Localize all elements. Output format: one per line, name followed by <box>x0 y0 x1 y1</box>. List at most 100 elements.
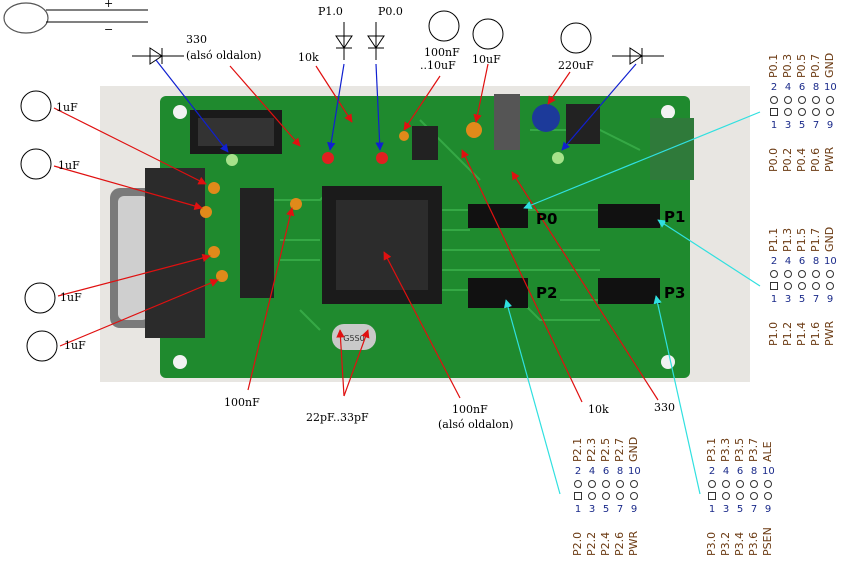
pin-name-bottom: P1.6 <box>809 310 822 346</box>
led-p00 <box>376 152 388 164</box>
pin-number-odd: 5 <box>736 504 744 515</box>
label-r330-bottom: 330 <box>654 401 675 414</box>
tantalum-capacitors <box>200 122 482 282</box>
pin-circle <box>764 480 772 488</box>
pin-name-text: P3.2 <box>719 531 732 556</box>
pin-circle <box>826 108 834 116</box>
pin-number-even: 6 <box>798 82 806 93</box>
pin-circle <box>770 96 778 104</box>
label-c220u: 220uF <box>558 59 594 72</box>
pin-number-even: 2 <box>574 466 582 477</box>
label-c1u-a: 1uF <box>56 101 78 114</box>
pin-circle <box>630 492 638 500</box>
pin-circle <box>826 282 834 290</box>
pin-number-odd: 9 <box>826 120 834 131</box>
pin-name-text: PWR <box>823 320 836 346</box>
pin-name-top: P3.1 <box>705 428 718 462</box>
pin-circle <box>812 270 820 278</box>
pin-name-top: GND <box>627 428 640 462</box>
minus-sign: − <box>104 23 114 36</box>
pin-name-text: GND <box>627 436 640 462</box>
pin-name-text: P0.5 <box>795 53 808 78</box>
reset-button <box>412 126 438 160</box>
pin-number-even: 8 <box>616 466 624 477</box>
label-c22p: 22pF..33pF <box>306 411 369 424</box>
pin-circle <box>784 108 792 116</box>
pin-1-square <box>770 108 778 116</box>
pin-circle <box>630 480 638 488</box>
pin-name-bottom: PWR <box>823 136 836 172</box>
pin-name-text: PWR <box>823 146 836 172</box>
pin-number-odd: 3 <box>722 504 730 515</box>
pin-number-even: 6 <box>798 256 806 267</box>
pin-name-bottom: P2.6 <box>613 520 626 556</box>
bridge-rectifier <box>566 104 600 144</box>
pin-circle <box>708 480 716 488</box>
pin-circle <box>798 282 806 290</box>
pin-name-bottom: PSEN <box>761 520 774 556</box>
pin-name-top: ALE <box>761 428 774 462</box>
pin-name-bottom: P3.0 <box>705 520 718 556</box>
label-r10k-bottom: 10k <box>588 403 609 416</box>
pin-circle <box>750 480 758 488</box>
led-polarity-symbol <box>3 2 148 34</box>
pin-circle <box>784 96 792 104</box>
pin-circle <box>826 96 834 104</box>
pin-circle <box>736 492 744 500</box>
pin-name-bottom: PWR <box>823 310 836 346</box>
pin-name-bottom: P3.4 <box>733 520 746 556</box>
pin-circle <box>588 480 596 488</box>
pin-circle <box>764 492 772 500</box>
label-r330: 330 <box>186 33 207 46</box>
pin-number-even: 10 <box>824 82 837 93</box>
pin-name-text: P0.3 <box>781 53 794 78</box>
pin-name-text: P1.4 <box>795 321 808 346</box>
pin-circle <box>812 282 820 290</box>
pin-circle <box>722 480 730 488</box>
pin-name-text: P1.0 <box>767 321 780 346</box>
pin-number-odd: 9 <box>826 294 834 305</box>
pin-circle <box>574 480 582 488</box>
pin-circle <box>722 492 730 500</box>
label-c1u-d: 1uF <box>64 339 86 352</box>
led-p10 <box>322 152 334 164</box>
pin-name-top: P0.3 <box>781 44 794 78</box>
label-c1u-c: 1uF <box>60 291 82 304</box>
pin-number-odd: 3 <box>784 120 792 131</box>
pin-name-bottom: P3.2 <box>719 520 732 556</box>
mounting-hole <box>173 355 187 369</box>
pin-number-even: 2 <box>770 82 778 93</box>
label-r330-note: (alsó oldalon) <box>186 49 262 62</box>
pin-name-text: P3.7 <box>747 437 760 462</box>
max232-chip <box>240 188 274 298</box>
pin-number-even: 4 <box>588 466 596 477</box>
label-c1u-b: 1uF <box>58 159 80 172</box>
pin-header-p3 <box>598 278 660 304</box>
mounting-hole <box>661 355 675 369</box>
pin-circle <box>602 492 610 500</box>
pin-name-bottom: P1.4 <box>795 310 808 346</box>
pin-name-bottom: P2.0 <box>571 520 584 556</box>
pin-circle <box>616 480 624 488</box>
pin-number-odd: 7 <box>616 504 624 515</box>
pin-name-text: P1.5 <box>795 227 808 252</box>
pin-circle <box>798 270 806 278</box>
pin-number-even: 2 <box>770 256 778 267</box>
pin-number-even: 8 <box>812 256 820 267</box>
pin-name-text: P3.4 <box>733 531 746 556</box>
pin-number-odd: 7 <box>812 294 820 305</box>
pin-name-top: P1.5 <box>795 218 808 252</box>
pin-name-text: P2.6 <box>613 531 626 556</box>
pin-name-text: P0.4 <box>795 147 808 172</box>
pin-number-odd: 5 <box>798 120 806 131</box>
pin-name-top: P1.3 <box>781 218 794 252</box>
pin-name-text: GND <box>823 52 836 78</box>
pin-name-text: GND <box>823 226 836 252</box>
port-label-p2: P2 <box>536 284 558 302</box>
annotation-arrows <box>53 59 761 495</box>
pin-name-text: P2.3 <box>585 437 598 462</box>
terminal-block <box>650 118 694 180</box>
pin-number-even: 10 <box>628 466 641 477</box>
